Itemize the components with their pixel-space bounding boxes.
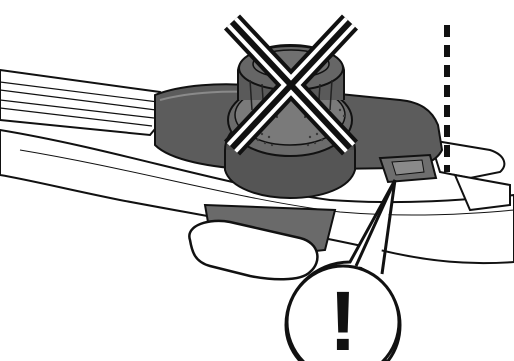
strap-left xyxy=(0,70,175,135)
exclamation-icon: ! xyxy=(329,274,357,361)
strap-loop xyxy=(189,205,335,279)
